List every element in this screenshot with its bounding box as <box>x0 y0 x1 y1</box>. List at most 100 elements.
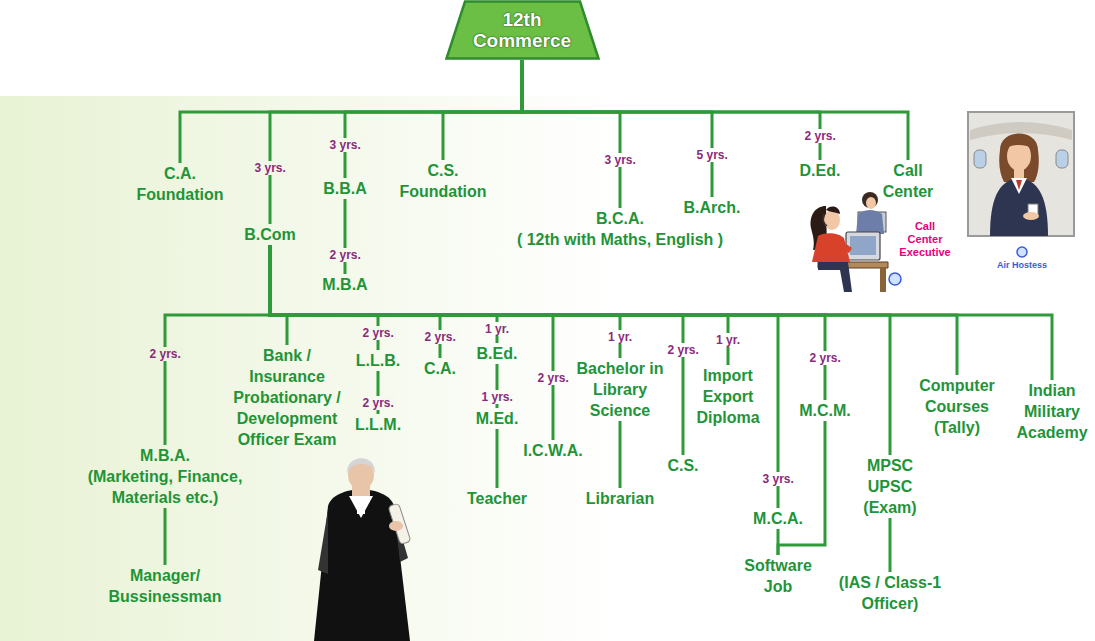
duration-label: 2 yrs. <box>361 326 396 340</box>
picture-caption: Call Center Executive <box>897 220 953 259</box>
drawing-path <box>823 214 827 226</box>
drawing-path <box>347 458 375 474</box>
duration-label: 2 yrs. <box>148 347 183 361</box>
drawing-path <box>318 510 328 574</box>
node-text: M.B.A <box>317 274 373 295</box>
connector-line <box>164 508 167 565</box>
node-text: Indian Military Academy <box>1014 380 1090 443</box>
duration-label: 1 yr. <box>606 330 634 344</box>
drawing-path <box>1011 178 1027 194</box>
node-text: (IAS / Class-1 Officer) <box>836 572 944 614</box>
drawing-path <box>990 178 1048 236</box>
connector-line <box>522 60 712 197</box>
drawing-path <box>357 500 365 514</box>
node-text: Librarian <box>584 488 656 509</box>
duration-label: 3 yrs. <box>761 472 796 486</box>
drawing-path <box>349 496 373 518</box>
node-text: I.C.W.A. <box>521 440 585 461</box>
trapezoid-outline <box>446 2 598 59</box>
career-node: Bank / Insurance Probationary / Developm… <box>228 345 346 450</box>
drawing-ellipse <box>866 197 876 209</box>
node-text: MPSC UPSC (Exam) <box>861 455 919 518</box>
duration-label: 5 yrs. <box>695 148 730 162</box>
career-node: M.B.A <box>315 274 375 295</box>
career-node: M.C.M. <box>795 400 855 421</box>
node-text: L.L.M. <box>352 414 404 435</box>
node-text: M.C.M. <box>797 400 853 421</box>
node-text: C.A. Foundation <box>133 163 227 205</box>
connector-line <box>522 60 820 160</box>
connector-line <box>270 245 957 375</box>
duration-label: 2 yrs. <box>803 129 838 143</box>
connector-line <box>270 60 522 224</box>
connector-line <box>496 429 499 488</box>
career-node: Computer Courses (Tally) <box>913 375 1001 438</box>
career-node: C.A. <box>418 358 462 379</box>
duration-label: 2 yrs. <box>666 343 701 357</box>
node-text: ( 12th with Maths, English ) <box>513 229 727 250</box>
duration-label: 2 yrs. <box>808 351 843 365</box>
drawing-circle <box>862 192 878 208</box>
drawing-path <box>837 240 852 253</box>
duration-label: 1 yr. <box>714 333 742 347</box>
node-text: Call Center <box>877 160 939 202</box>
drawing-ellipse <box>1023 212 1039 220</box>
node-text: Bank / Insurance Probationary / Developm… <box>230 345 344 450</box>
connector-line <box>270 245 1052 380</box>
node-text: M.Ed. <box>473 408 521 429</box>
career-node: Manager/ Bussinessman <box>98 565 232 607</box>
career-node: L.L.M. <box>350 414 406 435</box>
picture-caption-small: Air Hostess <box>992 260 1052 271</box>
career-node: Call Center <box>875 160 941 202</box>
drawing-rect <box>974 150 986 168</box>
connector-line <box>889 518 892 572</box>
node-text: Software Job <box>742 555 814 597</box>
node-text: D.Ed. <box>796 160 844 181</box>
connector-line <box>270 245 890 455</box>
drawing-rect <box>880 268 886 292</box>
judge-figure <box>314 458 411 641</box>
duration-label: 1 yrs. <box>480 390 515 404</box>
drawing-rect <box>388 503 411 544</box>
duration-label: 3 yrs. <box>253 161 288 175</box>
career-node: B.Arch. <box>678 197 746 218</box>
duration-label: 2 yrs. <box>361 396 396 410</box>
connector-line <box>619 421 622 488</box>
career-node: M.Ed. <box>471 408 523 429</box>
marker-dot <box>1017 247 1027 257</box>
career-node: I.C.W.A. <box>519 440 587 461</box>
drawing-rect <box>1056 150 1068 168</box>
career-node: D.Ed. <box>794 160 846 181</box>
node-text: Manager/ Bussinessman <box>100 565 230 607</box>
drawing-rect <box>968 112 1074 236</box>
connector-line <box>270 245 778 508</box>
connector-line <box>270 245 440 358</box>
career-node: L.L.B. <box>350 350 406 371</box>
drawing-rect <box>850 236 876 255</box>
drawing-path <box>818 262 852 292</box>
duration-label: 2 yrs. <box>328 248 363 262</box>
marker-dot <box>889 273 901 285</box>
node-text: 12th Commerce <box>472 9 573 51</box>
node-text: Bachelor in Library Science <box>572 358 668 421</box>
duration-label: 1 yr. <box>483 322 511 336</box>
drawing-path <box>1006 139 1032 148</box>
drawing-path <box>999 134 1039 183</box>
connector-line <box>522 60 620 208</box>
duration-label: 3 yrs. <box>328 138 363 152</box>
career-node: B.Ed. <box>471 343 523 364</box>
node-text: Computer Courses (Tally) <box>915 375 999 438</box>
drawing-path <box>314 490 410 641</box>
node-text: M.B.A. <box>83 445 247 466</box>
career-node: (IAS / Class-1 Officer) <box>834 572 946 614</box>
career-node: Bachelor in Library Science <box>570 358 670 421</box>
node-text: C.S. <box>665 455 701 476</box>
drawing-path <box>856 210 884 234</box>
career-node: B.B.A <box>315 178 375 199</box>
node-text: C.S. Foundation <box>395 160 491 202</box>
connector-line <box>522 60 908 160</box>
career-node: C.S. <box>663 455 703 476</box>
node-text: B.B.A <box>317 178 373 199</box>
career-node: Teacher <box>462 488 532 509</box>
